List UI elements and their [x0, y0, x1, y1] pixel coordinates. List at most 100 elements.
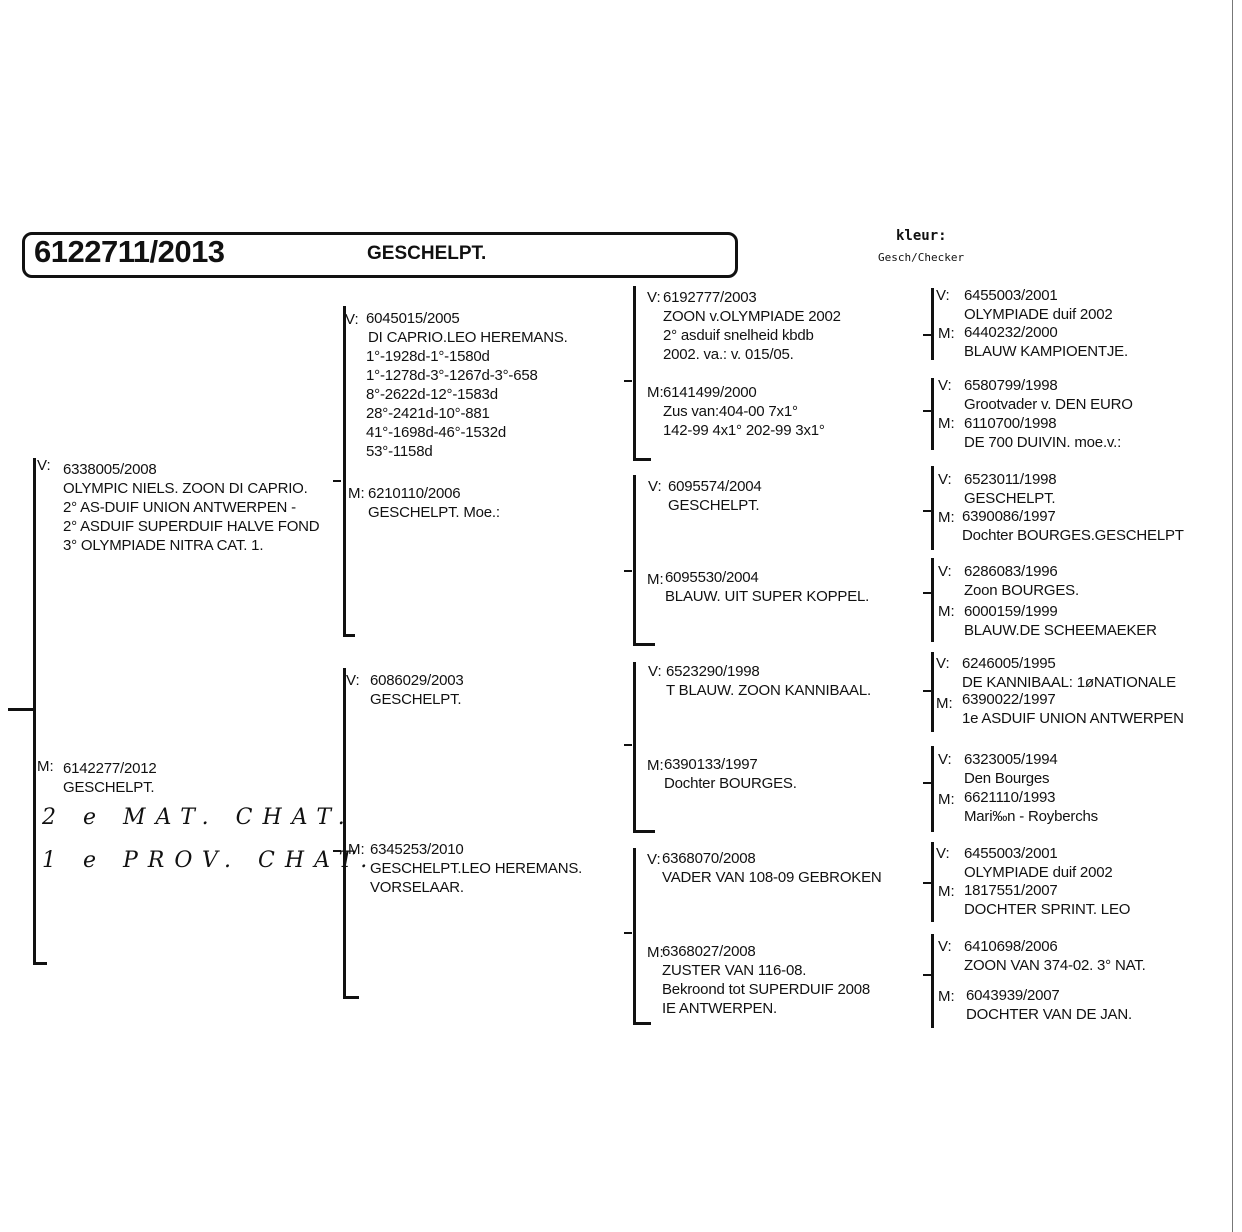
- entry-ring: 6246005/1995: [962, 655, 1056, 672]
- entry-line: 2002. va.: v. 015/05.: [663, 346, 794, 363]
- entry-line: Zus van:404-00 7x1°: [663, 403, 798, 420]
- entry-ring: 6095530/2004: [665, 569, 759, 586]
- gen3-bracket: [633, 286, 636, 460]
- gen3-entry: 6141499/2000 Zus van:404-00 7x1° 142-99 …: [663, 383, 825, 440]
- entry-ring: 6141499/2000: [663, 384, 757, 401]
- gen4-entry: 6246005/1995 DE KANNIBAAL: 1øNATIONALE: [962, 654, 1176, 692]
- entry-line: IE ANTWERPEN.: [662, 1000, 777, 1017]
- entry-ring: 6390022/1997: [962, 691, 1056, 708]
- gen4-connector: [923, 410, 931, 412]
- gen4-entry: 6286083/1996 Zoon BOURGES.: [964, 562, 1079, 600]
- entry-line: Dochter BOURGES.: [664, 775, 797, 792]
- handwritten-note: 2 e MAT. CHAT.: [42, 805, 355, 830]
- pigeon-color: GESCHELPT.: [367, 243, 487, 264]
- entry-line: 1°-1278d-3°-1267d-3°-658: [366, 367, 538, 384]
- gen3-bracket-foot: [633, 458, 651, 461]
- gen3-entry: 6368027/2008 ZUSTER VAN 116-08. Bekroond…: [662, 942, 870, 1018]
- entry-line: GESCHELPT.LEO HEREMANS.: [370, 860, 583, 877]
- gen3-bracket-foot: [633, 1022, 651, 1025]
- entry-line: Dochter BOURGES.GESCHELPT: [962, 527, 1184, 544]
- entry-line: OLYMPIADE duif 2002: [964, 306, 1113, 323]
- gen4-entry: 6621110/1993 Mari‰n - Royberchs: [964, 788, 1098, 826]
- gen3-connector: [624, 744, 632, 746]
- gen3-label: M:: [647, 944, 664, 961]
- entry-line: GESCHELPT.: [964, 490, 1056, 507]
- dam-label: M:: [37, 758, 54, 775]
- gen2-bracket-upper-foot: [343, 634, 355, 637]
- gen3-label: V:: [648, 663, 662, 680]
- gen4-entry: 6390086/1997 Dochter BOURGES.GESCHELPT: [962, 507, 1184, 545]
- sire-sire-entry: 6045015/2005 DI CAPRIO.LEO HEREMANS. 1°-…: [366, 309, 568, 461]
- gen4-bracket: [931, 288, 934, 360]
- gen4-label: V:: [938, 751, 952, 768]
- dam-ring: 6142277/2012: [63, 760, 157, 777]
- entry-line: VORSELAAR.: [370, 879, 464, 896]
- kleur-value: Gesch/Checker: [878, 251, 965, 264]
- gen3-connector: [624, 380, 632, 382]
- gen4-label: V:: [936, 845, 950, 862]
- gen4-label: V:: [936, 287, 950, 304]
- sire-sire-label: V:: [345, 311, 359, 328]
- sire-ring: 6338005/2008: [63, 461, 157, 478]
- entry-line: DE 700 DUIVIN. moe.v.:: [964, 434, 1122, 451]
- ring-number: 6122711/2013: [34, 234, 225, 269]
- gen4-bracket: [931, 934, 934, 1028]
- scan-edge: [1232, 0, 1233, 1232]
- gen4-entry: 6440232/2000 BLAUW KAMPIOENTJE.: [964, 323, 1128, 361]
- entry-ring: 6345253/2010: [370, 841, 464, 858]
- entry-line: GESCHELPT.: [668, 497, 760, 514]
- gen2-bracket-lower: [343, 668, 346, 998]
- gen4-bracket: [931, 378, 934, 450]
- entry-line: ZUSTER VAN 116-08.: [662, 962, 807, 979]
- entry-ring: 6410698/2006: [964, 938, 1058, 955]
- entry-ring: 6368027/2008: [662, 943, 756, 960]
- entry-ring: 6368070/2008: [662, 850, 756, 867]
- dam-entry: 6142277/2012 GESCHELPT.: [63, 759, 157, 797]
- dam-dam-entry: 6345253/2010 GESCHELPT.LEO HEREMANS. VOR…: [370, 840, 582, 897]
- entry-line: Mari‰n - Royberchs: [964, 808, 1098, 825]
- gen3-bracket: [633, 662, 636, 832]
- entry-ring: 6095574/2004: [668, 478, 762, 495]
- entry-line: DOCHTER VAN DE JAN.: [966, 1006, 1132, 1023]
- entry-line: ZOON v.OLYMPIADE 2002: [663, 308, 841, 325]
- entry-line: 41°-1698d-46°-1532d: [366, 424, 506, 441]
- gen4-label: M:: [938, 791, 955, 808]
- entry-line: DE KANNIBAAL: 1øNATIONALE: [962, 674, 1176, 691]
- gen3-label: M:: [647, 571, 664, 588]
- entry-line: BLAUW.DE SCHEEMAEKER: [964, 622, 1157, 639]
- gen4-bracket: [931, 842, 934, 922]
- gen3-bracket: [633, 475, 636, 645]
- entry-ring: 6580799/1998: [964, 377, 1058, 394]
- entry-line: VADER VAN 108-09 GEBROKEN: [662, 869, 882, 886]
- gen4-entry: 6580799/1998 Grootvader v. DEN EURO: [964, 376, 1133, 414]
- gen3-entry: 6095530/2004 BLAUW. UIT SUPER KOPPEL.: [665, 568, 869, 606]
- entry-ring: 6440232/2000: [964, 324, 1058, 341]
- entry-ring: 6000159/1999: [964, 603, 1058, 620]
- entry-line: ZOON VAN 374-02. 3° NAT.: [964, 957, 1146, 974]
- entry-ring: 6043939/2007: [966, 987, 1060, 1004]
- entry-line: DI CAPRIO.LEO HEREMANS.: [368, 329, 568, 346]
- gen4-label: M:: [936, 695, 953, 712]
- gen4-entry: 6110700/1998 DE 700 DUIVIN. moe.v.:: [964, 414, 1121, 452]
- dam-sire-label: V:: [346, 672, 360, 689]
- entry-line: OLYMPIADE duif 2002: [964, 864, 1113, 881]
- gen3-label: V:: [648, 478, 662, 495]
- gen4-connector: [923, 782, 931, 784]
- sire-line: 2° AS-DUIF UNION ANTWERPEN -: [63, 499, 296, 516]
- gen4-label: V:: [938, 938, 952, 955]
- gen2-bracket-upper: [343, 306, 346, 636]
- sire-line: OLYMPIC NIELS. ZOON DI CAPRIO.: [63, 480, 308, 497]
- entry-line: 28°-2421d-10°-881: [366, 405, 490, 422]
- gen4-label: M:: [938, 603, 955, 620]
- header-box: [22, 232, 738, 278]
- gen4-connector: [923, 510, 931, 512]
- gen4-entry: 6455003/2001 OLYMPIADE duif 2002: [964, 844, 1113, 882]
- entry-line: GESCHELPT. Moe.:: [368, 504, 500, 521]
- sire-line: 2° ASDUIF SUPERDUIF HALVE FOND: [63, 518, 320, 535]
- entry-ring: 6286083/1996: [964, 563, 1058, 580]
- entry-ring: 6045015/2005: [366, 310, 460, 327]
- sire-entry: 6338005/2008 OLYMPIC NIELS. ZOON DI CAPR…: [63, 460, 320, 555]
- gen3-bracket: [633, 848, 636, 1024]
- handwritten-note: 1 e PROV. CHAT.: [42, 848, 378, 873]
- entry-ring: 6210110/2006: [368, 485, 461, 502]
